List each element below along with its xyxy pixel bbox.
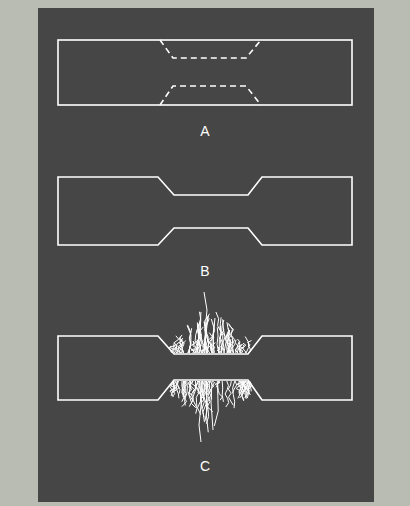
fracture-fibre	[237, 339, 240, 353]
fracture-fibre	[199, 381, 201, 442]
fracture-fibre	[213, 318, 215, 353]
fracture-fibre	[226, 322, 230, 353]
fracture-fibre	[199, 312, 202, 353]
unstrained-bar	[58, 40, 352, 105]
fracture-fibre	[240, 381, 243, 401]
fracture-fibre	[169, 346, 173, 353]
figure-letter-holder: B	[200, 262, 209, 280]
fracture-fibre	[201, 381, 204, 417]
fracture-fibre	[182, 381, 184, 397]
necked-bar	[58, 177, 352, 245]
fracture-fibre	[215, 381, 220, 387]
fracture-fibre	[238, 381, 241, 398]
fracture-fibre	[196, 381, 200, 414]
fracture-fibre	[227, 330, 230, 353]
fracture-fibre	[201, 381, 204, 409]
fracture-fibre	[228, 381, 233, 405]
figure-letter-holder: C	[200, 457, 210, 475]
fracture-fibre	[248, 340, 252, 353]
fracture-fibre	[248, 381, 251, 395]
neck-outline-dashed	[160, 40, 261, 105]
fracture-fibre	[243, 381, 247, 398]
fracture-fibre	[204, 292, 207, 353]
figure-letter: B	[200, 263, 209, 279]
fracture-fibre	[201, 381, 205, 399]
fracture-fibre	[185, 381, 186, 392]
fractured-bar	[58, 336, 352, 400]
fracture-fibre	[189, 381, 191, 402]
fracture-fibre	[199, 312, 201, 353]
fracture-fibre	[188, 381, 190, 388]
fracture-fibre	[218, 381, 223, 400]
figure-letter-holder: A	[200, 122, 209, 140]
fracture-fibre	[173, 381, 177, 392]
fracture-fibre	[193, 341, 197, 353]
fracture-fibre	[192, 381, 196, 408]
figure-letter: C	[200, 458, 210, 474]
dark-panel	[38, 8, 374, 502]
fracture-fibre	[244, 381, 248, 398]
fracture-fibre	[174, 336, 179, 353]
fracture-fibre	[225, 381, 229, 407]
fracture-fibre	[182, 381, 187, 407]
fracture-fibre	[222, 320, 226, 353]
fracture-fibre	[180, 343, 183, 353]
fracture-fibre	[211, 381, 213, 430]
fracture-fibre	[222, 381, 223, 402]
figure-letter: A	[200, 123, 209, 139]
fracture-fibre	[243, 381, 247, 395]
fracture-fibre	[179, 342, 183, 353]
fracture-fibre	[188, 325, 191, 353]
fracture-fibre	[216, 312, 221, 353]
fracture-fibres	[169, 292, 252, 442]
fracture-fibre	[207, 333, 212, 353]
